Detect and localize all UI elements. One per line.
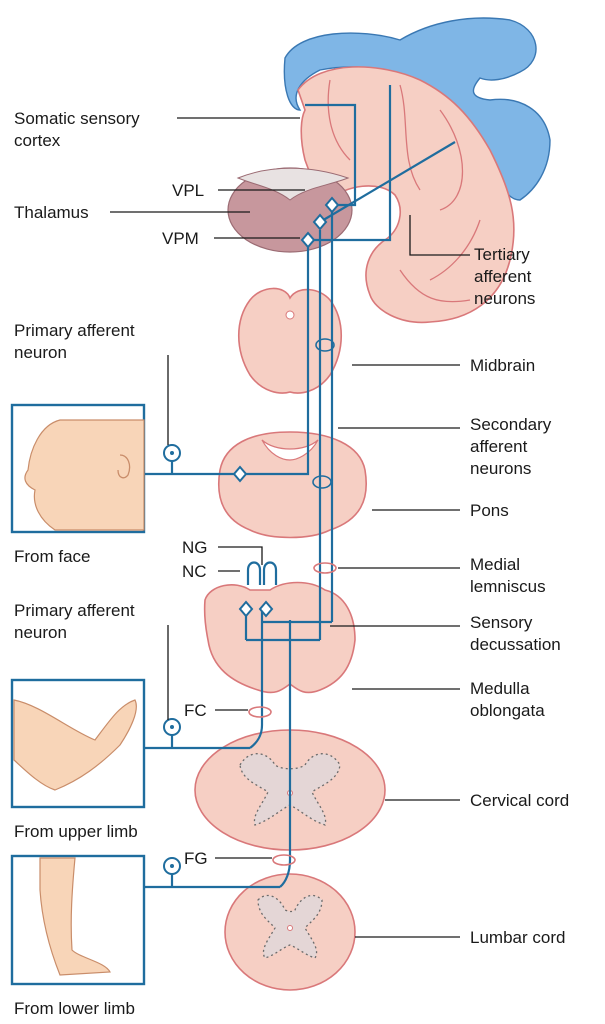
lumbar-cord-section bbox=[224, 873, 356, 991]
label-primary-limb-2: neuron bbox=[14, 623, 67, 642]
label-tertiary-2: afferent bbox=[474, 267, 532, 286]
label-primary-limb-1: Primary afferent bbox=[14, 601, 135, 620]
label-sensory-decussation-2: decussation bbox=[470, 635, 561, 654]
label-fc: FC bbox=[184, 701, 207, 720]
leader-lines bbox=[110, 117, 470, 938]
label-ng: NG bbox=[182, 538, 208, 557]
label-medulla-1: Medulla bbox=[470, 679, 530, 698]
neural-pathways bbox=[64, 85, 456, 889]
labels: Somatic sensory cortex Thalamus VPL VPM … bbox=[14, 109, 569, 1018]
label-midbrain: Midbrain bbox=[470, 356, 535, 375]
label-medial-lemniscus-1: Medial bbox=[470, 555, 520, 574]
label-vpm: VPM bbox=[162, 229, 199, 248]
label-primary-face-2: neuron bbox=[14, 343, 67, 362]
label-cervical-cord: Cervical cord bbox=[470, 791, 569, 810]
label-medulla-2: oblongata bbox=[470, 701, 545, 720]
label-fg: FG bbox=[184, 849, 208, 868]
synapse-markers bbox=[232, 196, 340, 618]
label-somatic-sensory-cortex-2: cortex bbox=[14, 131, 61, 150]
face-inset bbox=[10, 403, 146, 534]
label-sensory-decussation-1: Sensory bbox=[470, 613, 533, 632]
pons-section bbox=[218, 431, 367, 539]
label-secondary-3: neurons bbox=[470, 459, 531, 478]
lower-limb-inset bbox=[10, 854, 146, 986]
dorsal-root-ganglia bbox=[163, 444, 181, 887]
label-somatic-sensory-cortex-1: Somatic sensory bbox=[14, 109, 140, 128]
label-lumbar-cord: Lumbar cord bbox=[470, 928, 565, 947]
label-nc: NC bbox=[182, 562, 207, 581]
label-vpl: VPL bbox=[172, 181, 204, 200]
label-from-face: From face bbox=[14, 547, 91, 566]
cortex-illustration bbox=[283, 17, 551, 324]
label-secondary-2: afferent bbox=[470, 437, 528, 456]
label-thalamus: Thalamus bbox=[14, 203, 89, 222]
gracile-cuneate-nuclei bbox=[246, 561, 278, 585]
label-medial-lemniscus-2: lemniscus bbox=[470, 577, 546, 596]
label-from-upper-limb: From upper limb bbox=[14, 822, 138, 841]
label-from-lower-limb: From lower limb bbox=[14, 999, 135, 1018]
label-tertiary-3: neurons bbox=[474, 289, 535, 308]
label-pons: Pons bbox=[470, 501, 509, 520]
label-secondary-1: Secondary bbox=[470, 415, 552, 434]
upper-limb-inset bbox=[10, 678, 146, 809]
label-primary-face-1: Primary afferent bbox=[14, 321, 135, 340]
midbrain-section bbox=[237, 287, 343, 394]
label-tertiary-1: Tertiary bbox=[474, 245, 530, 264]
